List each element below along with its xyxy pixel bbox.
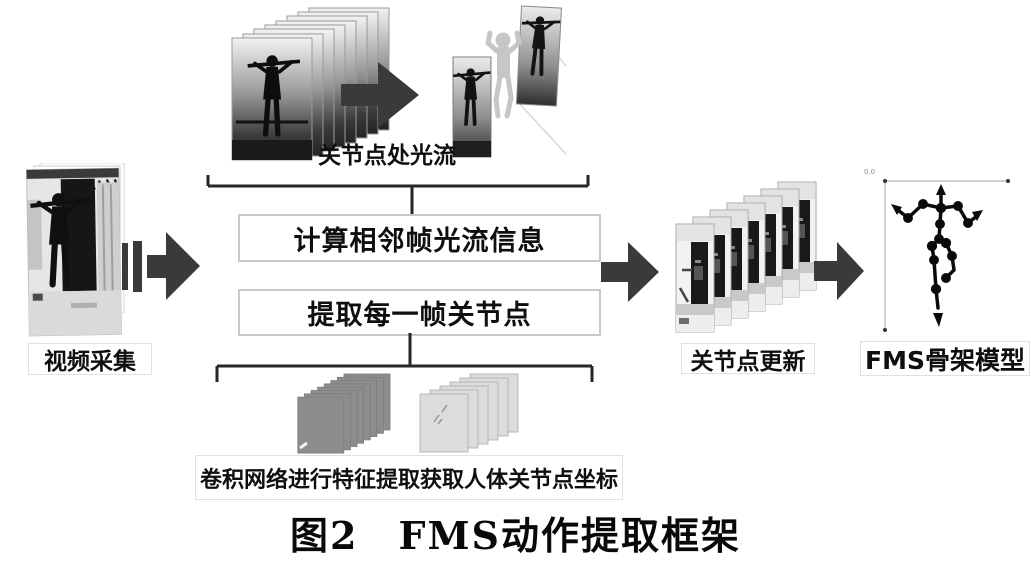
skeleton-model-label: FMS骨架模型	[860, 341, 1030, 376]
ghost-figure	[485, 30, 522, 119]
optical-flow-label: 关节点处光流	[316, 138, 458, 169]
arrow-right-icon	[601, 242, 659, 302]
cnn-note-label-text: 卷积网络进行特征提取获取人体关节点坐标	[199, 467, 618, 493]
striped-arrow-right-icon	[122, 232, 200, 300]
joint-update-label-text: 关节点更新	[690, 348, 806, 375]
feature-map-stack-dark	[297, 373, 391, 454]
bracket-top	[206, 175, 590, 218]
joint-update-label: 关节点更新	[681, 343, 815, 375]
bracket-bottom	[215, 333, 594, 382]
optical-flow-frames	[451, 5, 567, 158]
figure-caption-text: 图2 FMS动作提取框架	[290, 513, 741, 558]
skeleton-figure	[891, 184, 983, 327]
video-capture-photo	[26, 163, 125, 337]
compute-flow-box: 计算相邻帧光流信息	[238, 214, 601, 262]
arrow-right-icon	[814, 242, 864, 300]
optical-flow-label-text: 关节点处光流	[318, 143, 456, 169]
skeleton-model-plot: 0.0	[864, 168, 1010, 332]
joint-update-frame-stack	[675, 181, 817, 333]
extract-joints-box-text: 提取每一帧关节点	[307, 300, 532, 331]
compute-flow-box-text: 计算相邻帧光流信息	[293, 225, 546, 257]
feature-map-stack-light	[419, 373, 519, 453]
video-capture-label-text: 视频采集	[44, 349, 136, 375]
figure-caption: 图2 FMS动作提取框架	[0, 505, 1031, 560]
cnn-note-label: 卷积网络进行特征提取获取人体关节点坐标	[195, 455, 623, 500]
arrow-right-icon	[341, 62, 419, 128]
extract-joints-box: 提取每一帧关节点	[238, 289, 601, 336]
skeleton-model-label-text: FMS骨架模型	[865, 345, 1025, 375]
video-capture-label: 视频采集	[28, 343, 152, 375]
video-frame-stack	[231, 7, 390, 161]
axis-annotation: 0.0	[864, 168, 875, 176]
